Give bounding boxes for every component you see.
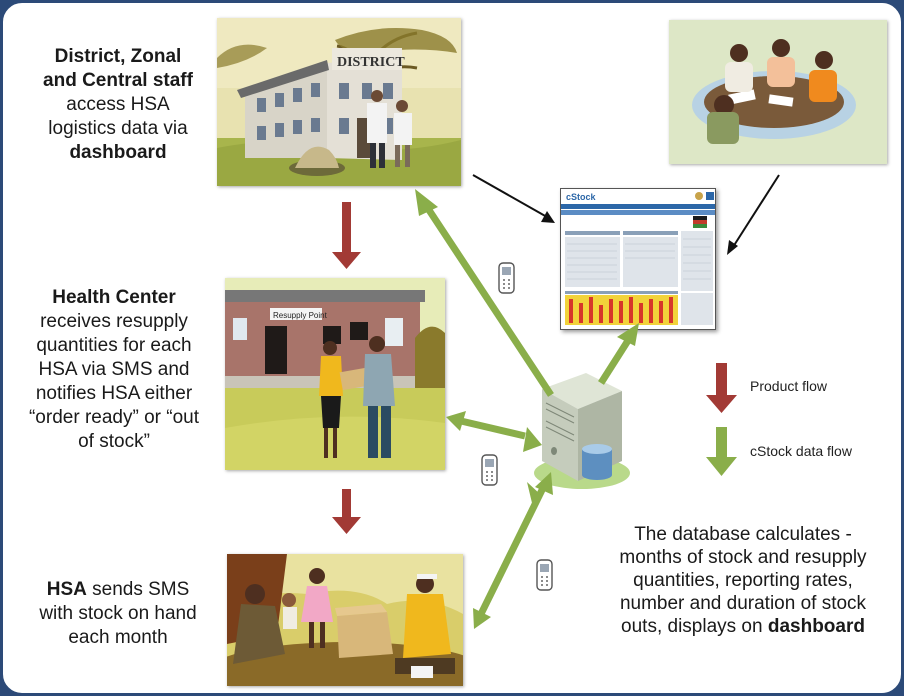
district-caption-line1: District, Zonal (54, 46, 182, 67)
database-description-line5-bold: dashboard (767, 616, 865, 637)
health-center-caption-line5: notifies HSA either (35, 383, 193, 404)
district-caption-line4: logistics data via (48, 118, 188, 139)
phone-icon (498, 262, 515, 294)
health-center-caption-line7: of stock” (78, 431, 150, 452)
database-description-line5-pre: outs, displays on (621, 616, 768, 637)
health-center-caption-line6: “order ready” or “out (28, 407, 199, 428)
database-description-line4: number and duration of stock (619, 593, 867, 614)
hsa-caption-line1-rest: sends SMS (86, 579, 190, 600)
district-caption-line5: dashboard (69, 142, 167, 163)
hsa-caption-line3: each month (68, 627, 168, 648)
data-flow-arrow-hsa-server (477, 486, 547, 616)
data-flow-legend-arrow (706, 427, 737, 476)
health-center-caption-line1: Health Center (52, 287, 176, 308)
staff-meeting-illustration (669, 20, 887, 164)
hsa-caption-line1: HSA sends SMS (25, 578, 211, 602)
district-office-illustration: DISTRICT (217, 18, 461, 186)
product-flow-legend-arrow (706, 363, 737, 413)
data-flow-arrow-server-health-center (460, 417, 526, 440)
hsa-household-illustration (227, 554, 463, 686)
hsa-caption-bold: HSA (46, 579, 87, 600)
resupply-point-sign: Resupply Point (273, 311, 328, 320)
district-sign-text: DISTRICT (337, 55, 405, 70)
database-description-line3: quantities, reporting rates, (633, 570, 853, 591)
database-description-line2: months of stock and resupply (619, 547, 867, 568)
hsa-caption-line2: with stock on hand (39, 603, 197, 624)
legend-data-flow-label: cStock data flow (750, 443, 852, 459)
district-caption-line3: access HSA (66, 94, 170, 115)
legend-product-flow-label: Product flow (750, 378, 828, 394)
district-caption-line2: and Central staff (43, 70, 193, 91)
product-flow-arrow (332, 489, 361, 534)
health-center-caption: Health Center receives resupply quantiti… (11, 286, 217, 454)
district-caption: District, Zonal and Central staff access… (23, 45, 213, 165)
database-description-line1: The database calculates - (634, 524, 852, 545)
database-server[interactable] (530, 363, 630, 493)
dashboard-logo: cStock (566, 192, 597, 202)
product-flow-arrow (332, 202, 361, 269)
phone-icon (536, 559, 553, 591)
health-center-caption-line3: quantities for each (36, 335, 192, 356)
health-center-caption-line2: receives resupply (40, 311, 188, 332)
cstock-dashboard[interactable]: cStock (560, 188, 716, 330)
health-center-caption-line4: HSA via SMS and (38, 359, 190, 380)
database-description: The database calculates - months of stoc… (593, 523, 893, 638)
phone-icon (481, 454, 498, 486)
hsa-caption: HSA sends SMS with stock on hand each mo… (25, 578, 211, 650)
health-center-illustration: Resupply Point (225, 278, 445, 470)
database-description-line5: outs, displays on dashboard (593, 615, 893, 638)
